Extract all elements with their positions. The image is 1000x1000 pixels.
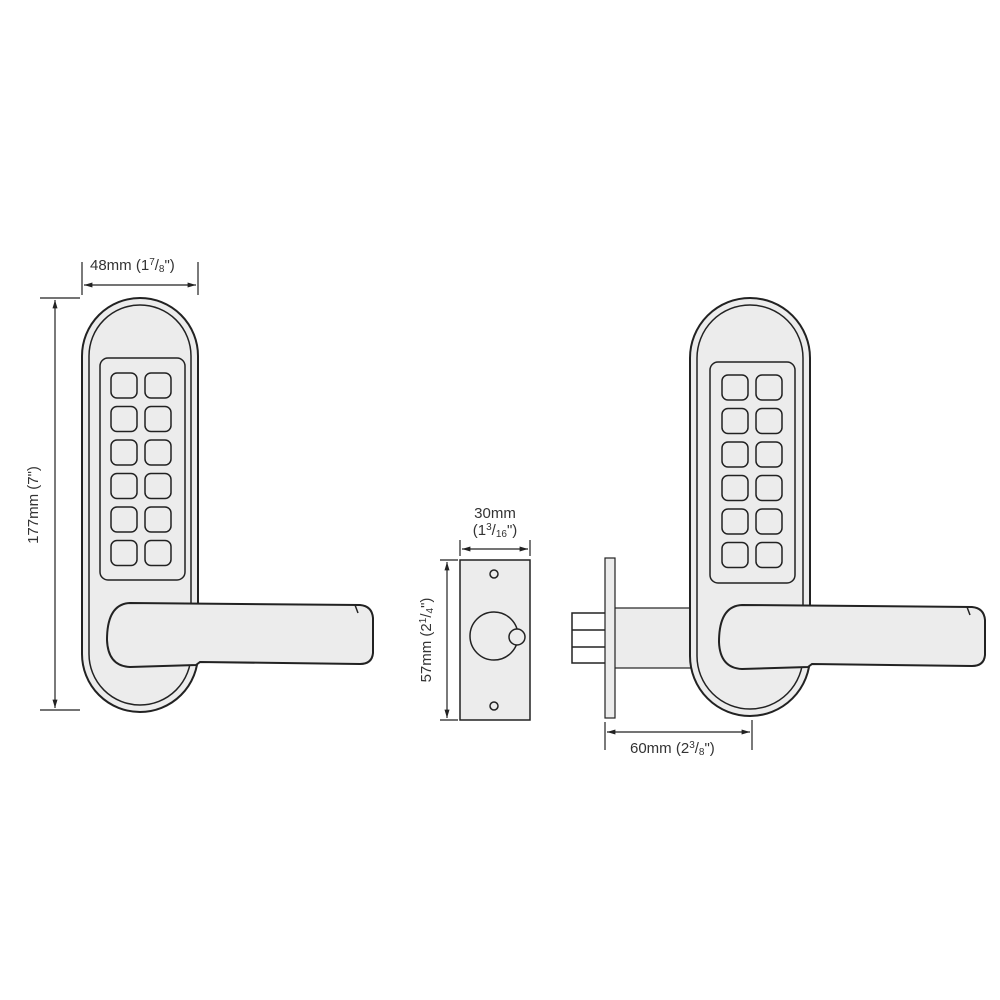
keypad-button xyxy=(110,372,138,399)
keypad-button xyxy=(755,441,783,468)
keypad-button xyxy=(755,407,783,435)
keypad-button xyxy=(721,374,749,401)
keypad-button xyxy=(110,539,138,567)
lever-handle xyxy=(105,601,374,669)
keypad-button xyxy=(110,506,138,533)
keypad-button xyxy=(144,405,172,433)
keypad-button xyxy=(144,372,172,399)
keypad-button xyxy=(721,441,749,468)
keypad-button xyxy=(755,374,783,401)
height-label: 177mm (7") xyxy=(25,466,42,544)
dimension-strike-width: 30mm (13/16") xyxy=(459,505,531,556)
dimension-width: 48mm (17/8") xyxy=(81,257,199,295)
svg-text:(13/16"): (13/16") xyxy=(473,522,518,540)
keypad-button xyxy=(110,472,138,500)
lock-side-view xyxy=(571,297,986,719)
keypad-button xyxy=(721,474,749,502)
svg-text:30mm: 30mm xyxy=(474,505,516,522)
keypad-button xyxy=(755,508,783,535)
keypad-button xyxy=(721,541,749,569)
keypad-buttons xyxy=(721,374,783,569)
strike-plate xyxy=(459,559,531,721)
svg-text:60mm (23/8"): 60mm (23/8") xyxy=(630,740,715,758)
keypad xyxy=(99,357,186,581)
keypad-button xyxy=(110,405,138,433)
keypad-button xyxy=(144,506,172,533)
lock-front-view xyxy=(81,297,374,713)
dimension-height: 177mm (7") xyxy=(25,297,80,711)
keypad-button xyxy=(110,439,138,466)
keypad-button xyxy=(755,474,783,502)
keypad-button xyxy=(721,407,749,435)
lever-handle xyxy=(717,603,986,671)
keypad-buttons xyxy=(110,372,172,567)
dimension-backset: 60mm (23/8") xyxy=(604,720,753,758)
keypad-button xyxy=(755,541,783,569)
dimension-strike-height: 57mm (21/4") xyxy=(418,559,458,721)
keypad-button xyxy=(144,539,172,567)
width-label: 48mm (17/8") xyxy=(90,257,175,275)
keypad-button xyxy=(144,472,172,500)
keypad-button xyxy=(144,439,172,466)
keypad-button xyxy=(721,508,749,535)
svg-text:57mm (21/4"): 57mm (21/4") xyxy=(418,598,436,683)
